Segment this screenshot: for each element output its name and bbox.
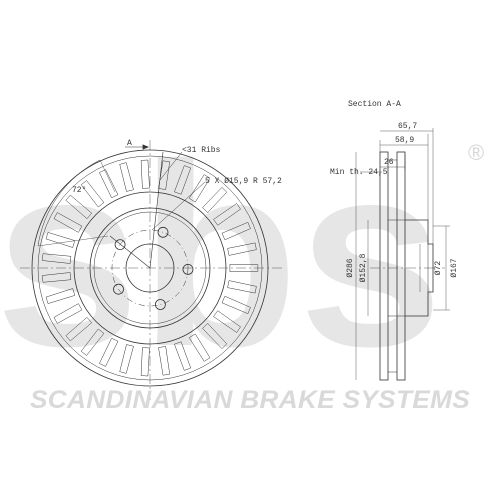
brand-tagline: SCANDINAVIAN BRAKE SYSTEMS — [30, 386, 470, 414]
cooling-rib — [45, 288, 76, 304]
cooling-rib — [53, 212, 83, 233]
cooling-rib — [140, 159, 150, 189]
cooling-rib — [213, 310, 241, 333]
cooling-rib — [188, 174, 211, 203]
cooling-rib — [65, 316, 93, 342]
outer-diameter-label: Ø286 — [346, 258, 355, 277]
cooling-rib — [174, 341, 192, 371]
cooling-rib — [188, 333, 211, 362]
bolt-hole — [113, 283, 124, 295]
min-thickness-label: Min th. 24,5 — [330, 168, 388, 177]
bolt-hole — [157, 226, 169, 238]
cooling-rib — [174, 165, 192, 195]
cooling-rib — [202, 187, 228, 213]
dim-hat-depth-label: 58,9 — [395, 136, 414, 145]
bolt-callout: 5 X Ø15,9 R 57,2 — [205, 177, 282, 186]
cooling-rib — [99, 169, 119, 199]
cooling-rib — [158, 346, 170, 376]
cooling-rib — [229, 264, 259, 272]
angle-label: 72° — [72, 186, 86, 195]
front-view — [20, 140, 282, 400]
section-title: Section A-A — [348, 100, 401, 109]
section-marker-label: A — [127, 139, 132, 148]
bolt-hole — [154, 299, 166, 310]
angle-arc — [37, 159, 101, 247]
cooling-rib — [158, 160, 170, 190]
ribs-callout: <31 Ribs — [182, 146, 221, 155]
registered-mark: ® — [468, 140, 484, 165]
angle-leg-2 — [99, 159, 116, 193]
angle-leg-1 — [37, 235, 109, 247]
cooling-rib — [221, 221, 251, 241]
cooling-rib — [213, 203, 241, 226]
cooling-rib — [227, 280, 257, 294]
section-view — [355, 128, 450, 381]
hat-outer-diameter-label: Ø152,8 — [359, 253, 368, 282]
inner-friction-plate — [396, 151, 406, 381]
section-line — [109, 235, 151, 269]
section-line-upper — [149, 151, 164, 269]
sbs-logo-watermark: sbs — [0, 111, 443, 401]
bolt-leader — [151, 181, 206, 231]
dim-disc-thickness-label: 26 — [384, 158, 394, 167]
cooling-rib — [45, 232, 76, 248]
dim-overall-thickness-label: 65,7 — [398, 122, 417, 131]
bolt-holes — [113, 226, 194, 310]
pilot-diameter-label: Ø167 — [450, 258, 459, 277]
cooling-rib — [65, 194, 93, 220]
center-bore-label: Ø72 — [434, 261, 443, 276]
cooling-rib — [42, 253, 72, 264]
cooling-rib — [80, 180, 105, 208]
cooling-rib — [227, 242, 257, 256]
cooling-rib — [221, 295, 251, 315]
cooling-rib — [119, 344, 134, 374]
ribs-leader — [159, 151, 183, 181]
cooling-rib — [53, 303, 83, 324]
cooling-rib — [42, 272, 72, 283]
section-arrow-head — [142, 144, 150, 150]
cooling-rib — [99, 337, 119, 367]
cooling-rib — [202, 323, 228, 349]
cooling-rib — [119, 162, 134, 192]
bolt-hole — [114, 239, 126, 251]
cooling-rib — [80, 328, 105, 356]
cooling-rib — [140, 347, 150, 377]
cooling-ribs — [42, 159, 259, 377]
outer-friction-plate — [379, 151, 389, 381]
bolt-hole — [182, 263, 194, 275]
